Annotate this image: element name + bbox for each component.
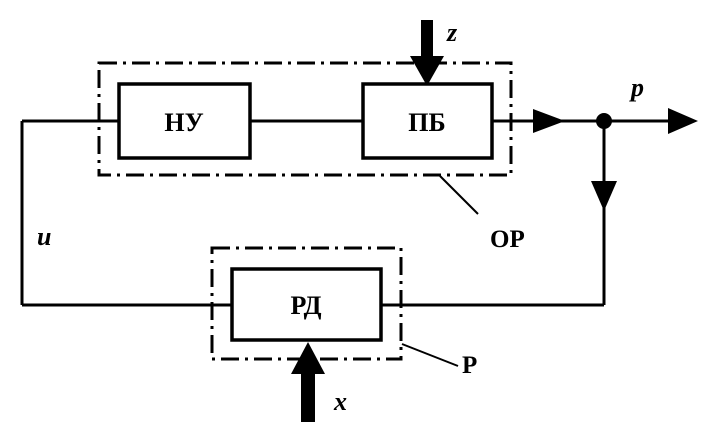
block-pb	[361, 82, 494, 160]
branch-point	[596, 113, 612, 129]
block-rd	[230, 267, 383, 342]
block-pb-label: ПБ	[408, 108, 445, 137]
block-rd-label: РД	[291, 291, 322, 320]
signal-z-label: z	[446, 18, 458, 47]
block-nu-label: НУ	[164, 108, 203, 137]
signal-u-label: u	[37, 222, 51, 251]
group-r-label: Р	[462, 352, 477, 379]
signal-x-label: x	[333, 387, 347, 416]
object-group-boundary	[97, 61, 513, 177]
op-leader-line	[439, 175, 479, 215]
signal-p-label: p	[629, 73, 644, 102]
block-nu	[117, 82, 252, 160]
arrow-down-icon	[591, 181, 617, 211]
arrow-down-icon	[410, 56, 444, 86]
arrow-right-icon	[533, 109, 565, 133]
group-op-label: ОР	[490, 226, 525, 253]
r-leader-line	[401, 343, 459, 367]
arrow-right-icon	[668, 108, 698, 134]
arrow-up-icon	[291, 342, 325, 374]
input-arrow-shaft	[301, 372, 315, 422]
input-arrow-shaft	[421, 20, 433, 60]
